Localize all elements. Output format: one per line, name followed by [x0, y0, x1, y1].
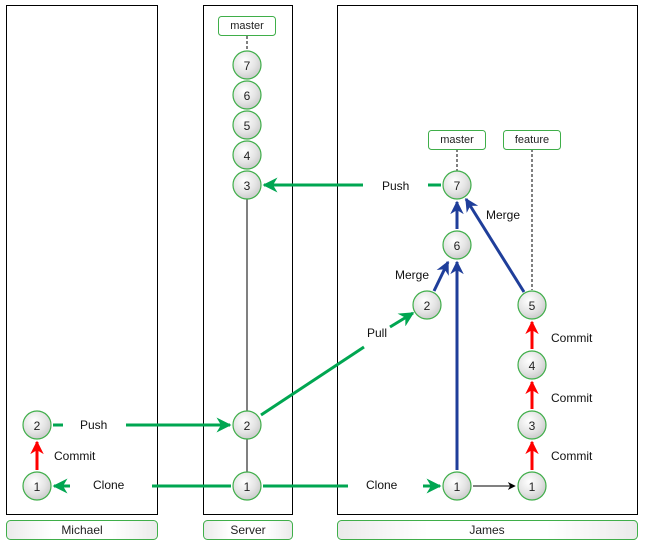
- commit-circle: [232, 110, 262, 140]
- commit-number: 5: [244, 119, 251, 133]
- server-commit-node: 7: [232, 50, 262, 80]
- server-commit-node: 6: [232, 80, 262, 110]
- merge-2-to-6-arrow: [432, 260, 450, 292]
- james-master-tag: master: [428, 130, 486, 150]
- michael-commit-node: 1: [22, 471, 52, 501]
- commit-number: 1: [529, 480, 536, 494]
- svg-text:master: master: [230, 20, 264, 32]
- commit-number: 6: [454, 239, 461, 253]
- commit-circle: [442, 230, 472, 260]
- commit-circle: [442, 471, 472, 501]
- james-feature-tag: feature: [503, 130, 561, 150]
- svg-text:feature: feature: [515, 134, 549, 146]
- commit-circle: [517, 350, 547, 380]
- james-master-commit-node: 2: [412, 290, 442, 320]
- james-panel: [337, 5, 638, 515]
- server-commit-node: 2: [232, 410, 262, 440]
- commit-circle: [232, 80, 262, 110]
- commit-circle: [22, 410, 52, 440]
- james-panel-label: James: [337, 520, 638, 540]
- svg-text:Michael: Michael: [61, 523, 102, 537]
- commit-number: 7: [454, 179, 461, 193]
- merge-label-top: Merge: [486, 208, 520, 222]
- merge-label-left: Merge: [395, 268, 429, 282]
- commit-circle: [517, 410, 547, 440]
- james-feature-commit-node: 1: [517, 471, 547, 501]
- james-push-label: Push: [382, 179, 409, 193]
- commit-number: 4: [529, 359, 536, 373]
- commit-label-1: Commit: [551, 331, 593, 345]
- commit-number: 1: [34, 480, 41, 494]
- commit-circle: [232, 410, 262, 440]
- server-commit-node: 5: [232, 110, 262, 140]
- commit-circle: [232, 50, 262, 80]
- michael-commit-label: Commit: [54, 449, 96, 463]
- commit-number: 5: [529, 299, 536, 313]
- commit-number: 3: [244, 179, 251, 193]
- commit-circle: [22, 471, 52, 501]
- server-panel-label: Server: [203, 520, 293, 540]
- james-feature-commit-node: 4: [517, 350, 547, 380]
- merge-5-to-7-arrow: [464, 197, 526, 293]
- james-feature-commit-node: 3: [517, 410, 547, 440]
- commit-number: 1: [454, 480, 461, 494]
- commit-circle: [232, 471, 262, 501]
- commit-label-3: Commit: [551, 449, 593, 463]
- commit-circle: [517, 471, 547, 501]
- james-feature-commit-node: 5: [517, 290, 547, 320]
- james-clone-label: Clone: [366, 478, 398, 492]
- james-master-commit-node: 6: [442, 230, 472, 260]
- svg-text:master: master: [440, 134, 474, 146]
- svg-text:James: James: [469, 523, 504, 537]
- james-master-commit-node: 7: [442, 170, 472, 200]
- commit-label-2: Commit: [551, 391, 593, 405]
- server-commit-node: 4: [232, 140, 262, 170]
- commit-number: 1: [244, 480, 251, 494]
- commit-circle: [232, 170, 262, 200]
- commit-number: 2: [244, 419, 251, 433]
- server-commit-node: 1: [232, 471, 262, 501]
- michael-commit-node: 2: [22, 410, 52, 440]
- commit-number: 2: [34, 419, 41, 433]
- commit-number: 2: [424, 299, 431, 313]
- commit-number: 7: [244, 59, 251, 73]
- commit-circle: [232, 140, 262, 170]
- pull-label: Pull: [367, 326, 387, 340]
- commit-number: 4: [244, 149, 251, 163]
- michael-panel-label: Michael: [6, 520, 158, 540]
- server-master-tag: master: [218, 16, 276, 36]
- james-master-commit-node: 1: [442, 471, 472, 501]
- pull-line: [260, 345, 365, 417]
- michael-push-label: Push: [80, 418, 107, 432]
- commit-circle: [442, 170, 472, 200]
- michael-panel: [6, 5, 158, 515]
- commit-number: 6: [244, 89, 251, 103]
- commit-circle: [517, 290, 547, 320]
- server-commit-node: 3: [232, 170, 262, 200]
- commit-number: 3: [529, 419, 536, 433]
- commit-circle: [412, 290, 442, 320]
- svg-text:Server: Server: [230, 523, 265, 537]
- michael-clone-label: Clone: [93, 478, 125, 492]
- pull-arrow: [389, 311, 415, 329]
